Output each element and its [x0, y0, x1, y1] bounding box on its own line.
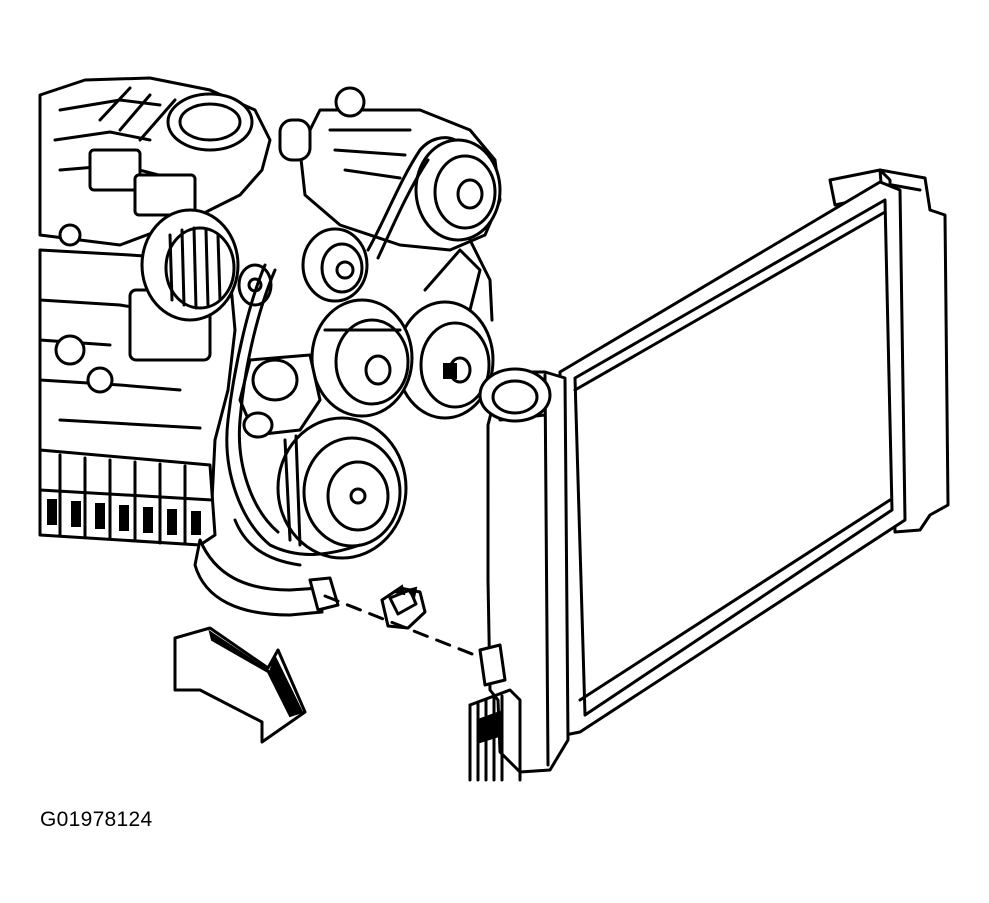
ac-compressor	[278, 86, 502, 252]
radiator	[468, 168, 950, 782]
hose-clamp	[380, 584, 427, 630]
lower-radiator-hose	[193, 518, 340, 617]
figure-id-label: G01978124	[40, 808, 153, 831]
belt-tensioner	[238, 353, 322, 439]
engine-block	[38, 76, 272, 547]
alignment-dashed-line	[323, 594, 502, 667]
alternator	[140, 208, 273, 322]
power-steering-pulley	[395, 248, 495, 420]
direction-arrow	[173, 626, 307, 744]
serpentine-belt	[225, 136, 494, 556]
idler-pulley	[301, 227, 369, 303]
crankshaft-balancer	[276, 416, 408, 560]
water-pump-pulley	[310, 298, 414, 418]
